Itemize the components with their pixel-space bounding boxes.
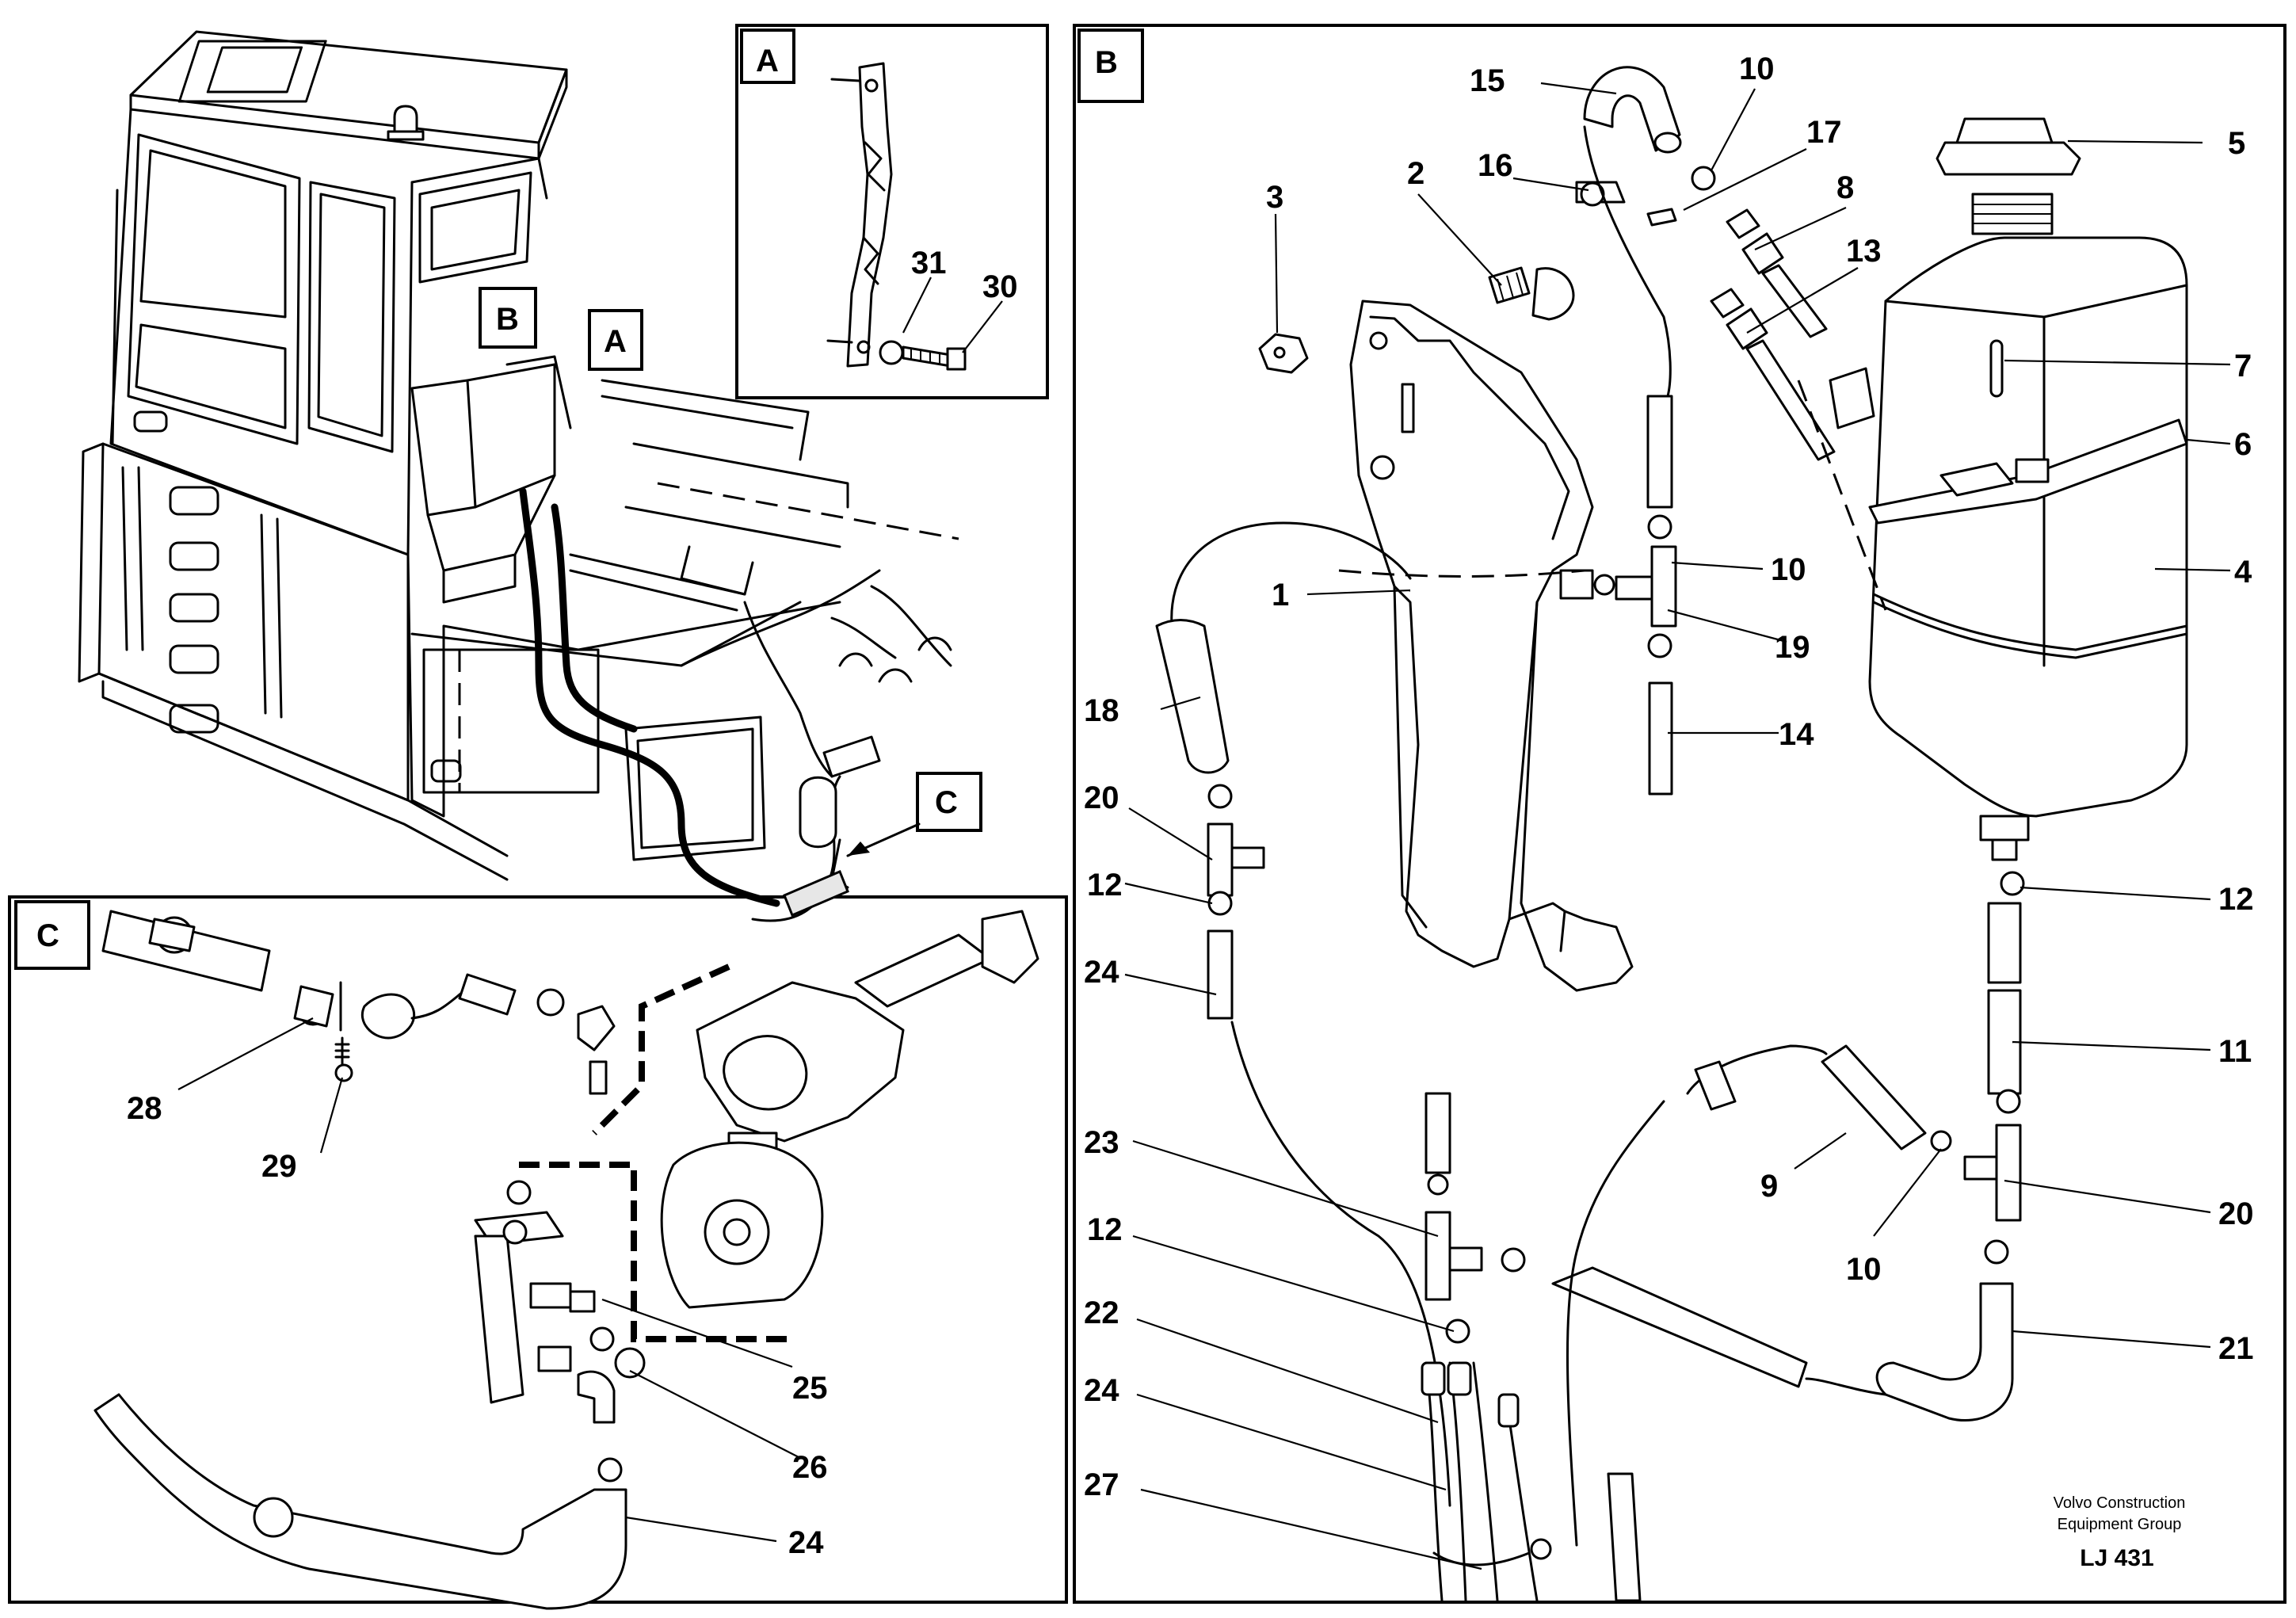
callout-28: 28	[127, 1091, 162, 1126]
callout-12-right: 12	[2218, 882, 2254, 917]
callout-22: 22	[1084, 1296, 1119, 1330]
reservoir-tank	[1868, 236, 2188, 818]
detail-a-frame	[735, 24, 1049, 399]
tank-bracket	[1349, 300, 1594, 968]
callout-8: 8	[1836, 170, 1854, 205]
overview-tag-a: A	[604, 324, 627, 359]
callout-13: 13	[1846, 234, 1882, 269]
callout-12-left: 12	[1087, 868, 1123, 902]
footer-company-line2: Equipment Group	[2058, 1516, 2182, 1533]
footer-company-line1: Volvo Construction	[2054, 1494, 2186, 1512]
overview-tag-c-box	[916, 772, 982, 832]
callout-24-c: 24	[788, 1525, 824, 1560]
callout-14: 14	[1779, 717, 1814, 752]
overview-tag-a-box	[588, 309, 643, 371]
callout-18: 18	[1084, 693, 1119, 728]
callout-12-mid: 12	[1087, 1212, 1123, 1247]
overview-tag-b-box	[479, 287, 537, 349]
reservoir-cap	[1936, 141, 2081, 176]
callout-11: 11	[2218, 1034, 2252, 1069]
detail-b-frame	[1073, 24, 2286, 1604]
callout-27: 27	[1084, 1467, 1119, 1502]
callout-2: 2	[1407, 156, 1425, 191]
detail-b-label: B	[1095, 45, 1118, 80]
leader-lines	[177, 82, 2231, 1570]
callout-19: 19	[1775, 630, 1810, 665]
footer-drawing-code: LJ 431	[2080, 1545, 2153, 1571]
callout-26: 26	[792, 1450, 828, 1485]
callout-1: 1	[1272, 578, 1289, 612]
detail-c-label-box	[14, 900, 90, 970]
detail-c-parts	[93, 910, 1039, 1610]
callout-17: 17	[1806, 115, 1842, 150]
overview-tag-b: B	[496, 302, 519, 337]
callout-24-mid: 24	[1084, 1373, 1119, 1408]
callout-31: 31	[911, 246, 947, 280]
callout-5: 5	[2228, 126, 2245, 161]
callout-numbers: 31 30 15 10 17 16 2 8 3 13 5 7 6 4 1 10 …	[127, 52, 2254, 1560]
callout-23: 23	[1084, 1125, 1119, 1160]
callout-4: 4	[2234, 555, 2252, 590]
detail-b-parts	[1155, 66, 2188, 1602]
callout-10-bottom: 10	[1846, 1252, 1882, 1287]
detail-a-label-box	[740, 29, 795, 84]
callout-10-top: 10	[1739, 52, 1775, 86]
detail-c-label: C	[36, 918, 59, 953]
callout-10-mid: 10	[1771, 552, 1806, 587]
callout-16: 16	[1478, 148, 1513, 183]
detail-a-bracket	[826, 62, 967, 371]
detail-b-label-box	[1077, 29, 1144, 103]
machine-overview	[78, 30, 959, 922]
callout-15: 15	[1470, 63, 1505, 98]
callout-21: 21	[2218, 1331, 2254, 1366]
callout-20-right: 20	[2218, 1196, 2254, 1231]
callout-7: 7	[2234, 349, 2252, 384]
callout-25: 25	[792, 1371, 828, 1406]
callout-20-left: 20	[1084, 780, 1119, 815]
callout-24-left: 24	[1084, 955, 1119, 990]
callout-29: 29	[261, 1149, 297, 1184]
footer: Volvo Construction Equipment Group LJ 43…	[2054, 1494, 2186, 1571]
callout-30: 30	[982, 269, 1018, 304]
callout-3: 3	[1266, 180, 1283, 215]
callout-6: 6	[2234, 427, 2252, 462]
callout-9: 9	[1760, 1169, 1778, 1204]
detail-a-label: A	[756, 44, 779, 78]
overview-tag-c: C	[935, 785, 958, 820]
